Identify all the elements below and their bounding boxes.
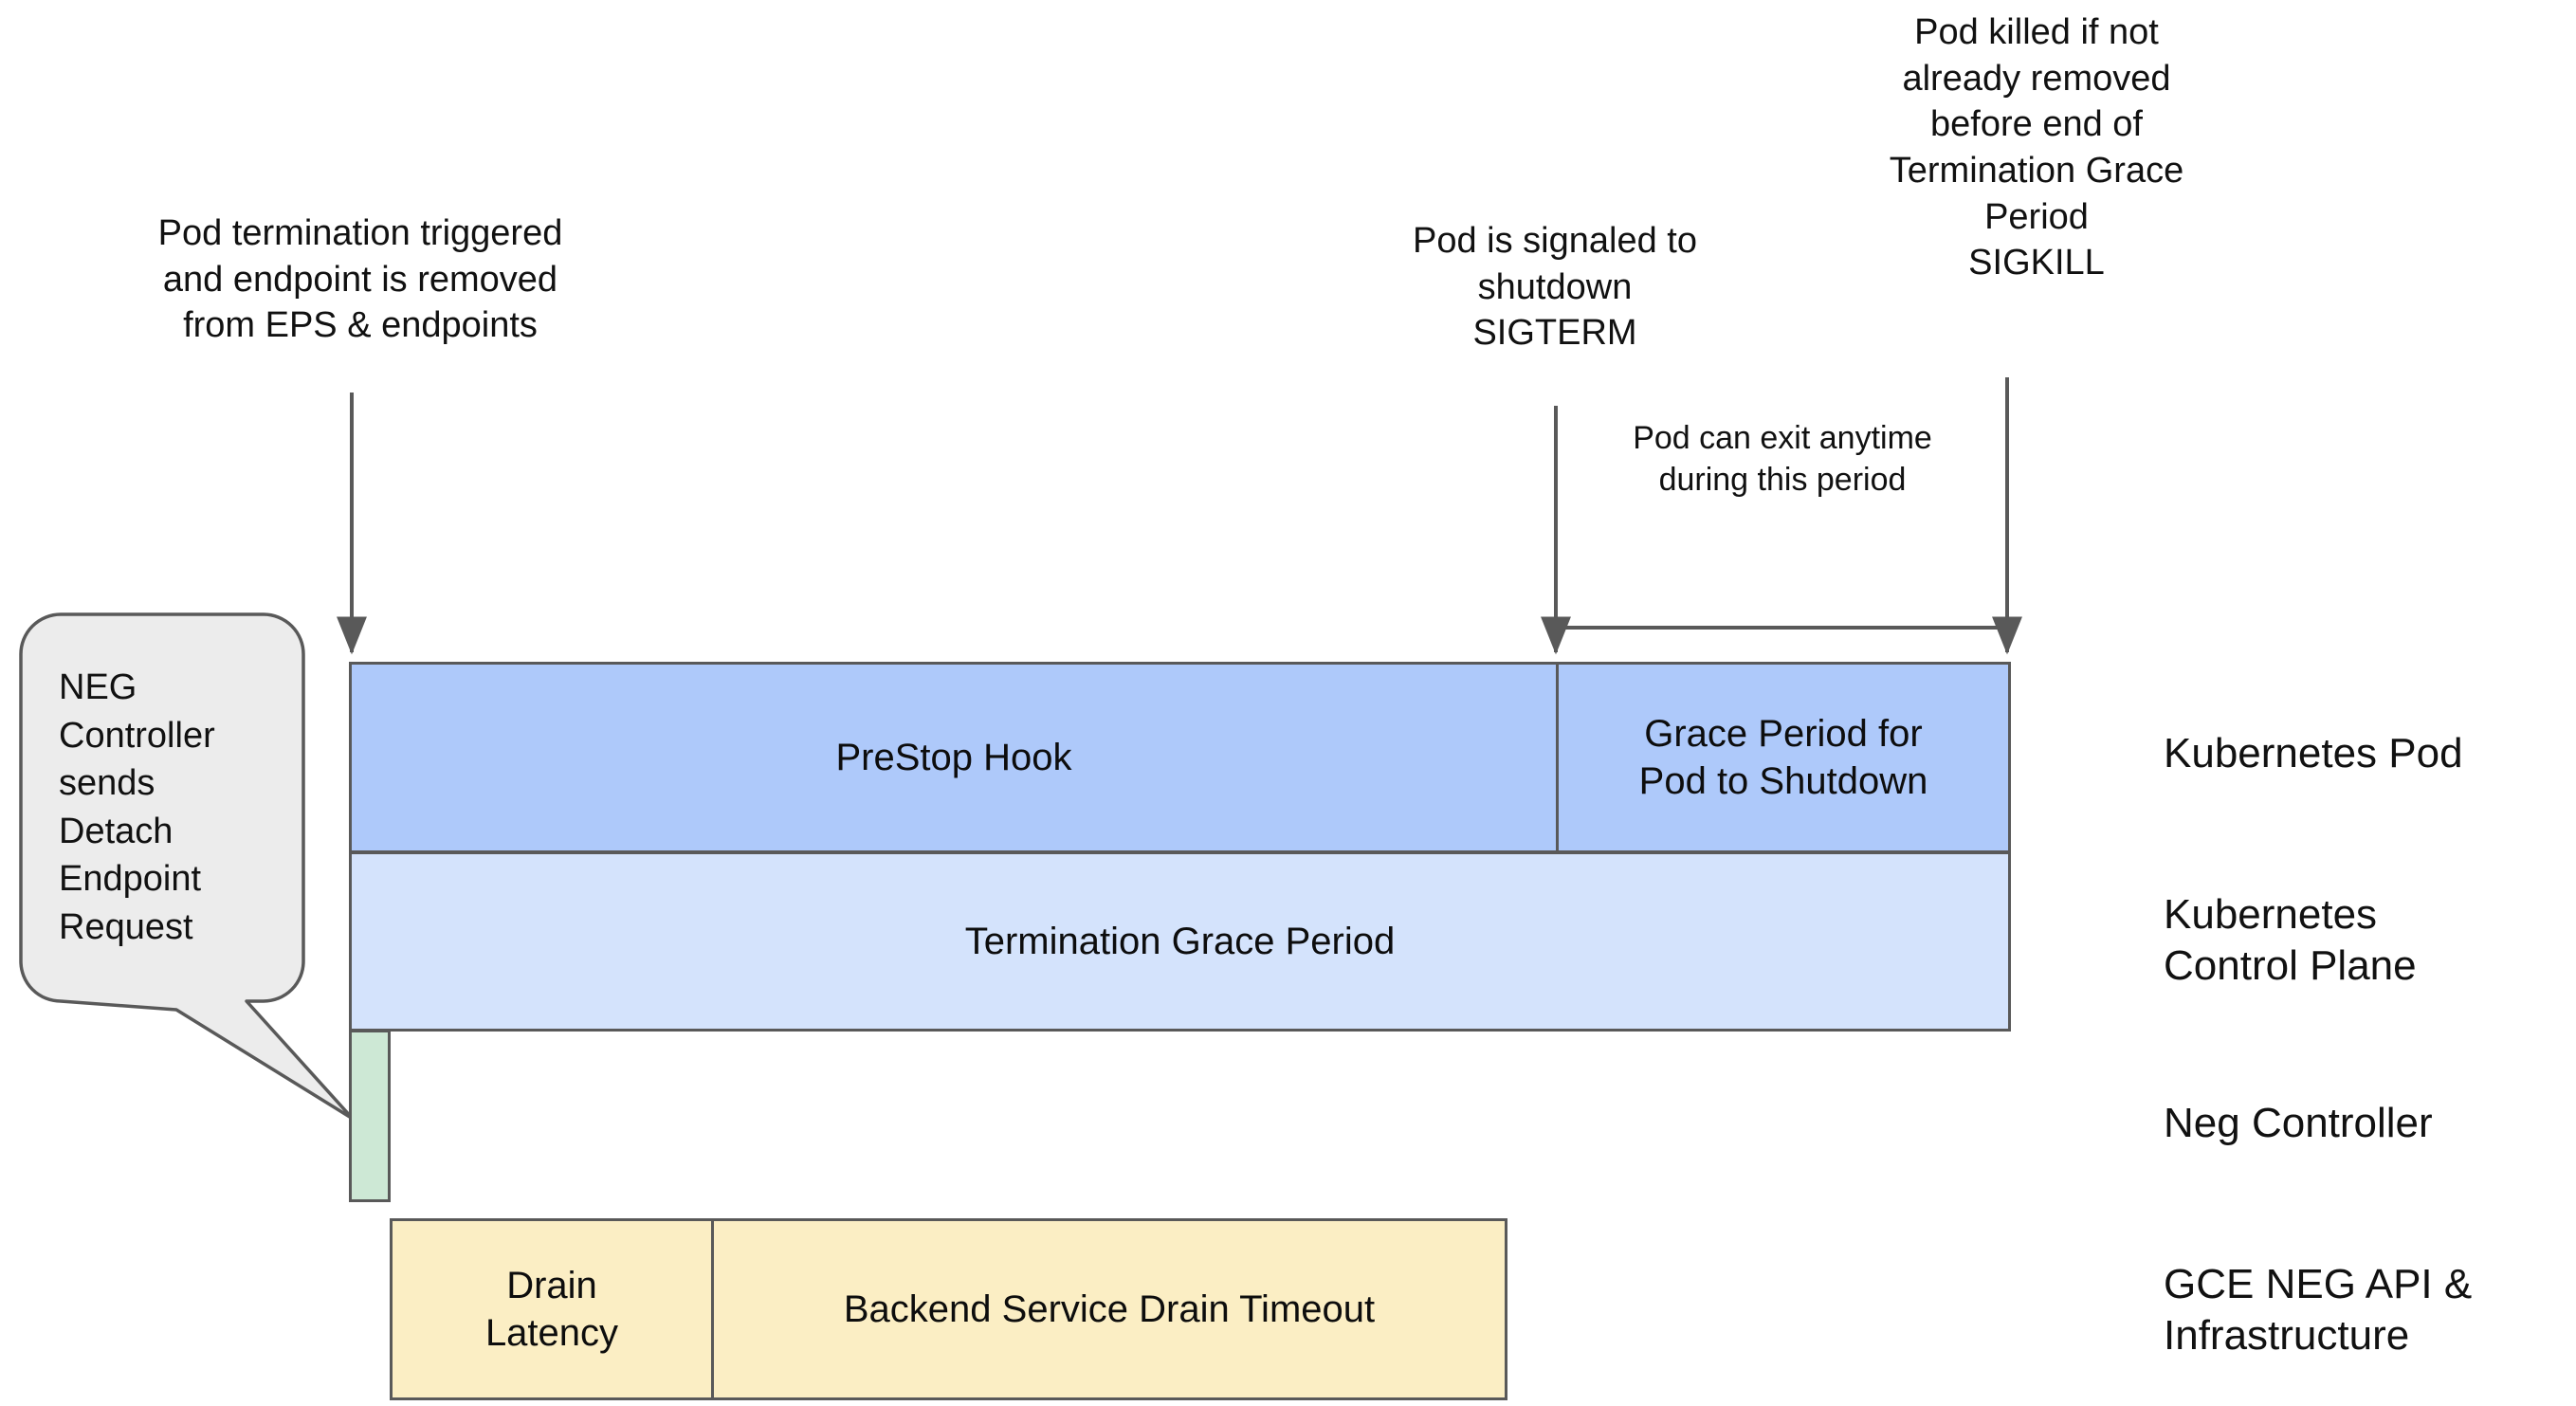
annotation-pod-killed-sigkill: Pod killed if not already removed before… [1889,12,2184,283]
annotation-pod-signaled-shutdown: Pod is signaled to shutdown SIGTERM [1413,221,1697,354]
annotation-pod-termination-triggered: Pod termination triggered and endpoint i… [157,213,563,346]
bar-grace-period-shutdown: Grace Period for Pod to Shutdown [1556,662,2011,853]
bar-prestop-hook: PreStop Hook [349,662,1559,853]
lane-label-gce-neg-api: GCE NEG API & Infrastructure [2164,1261,2473,1359]
bar-drain-latency: Drain Latency [390,1218,714,1400]
bar-neg-controller [349,1030,391,1202]
annotation-pod-can-exit-anytime: Pod can exit anytime during this period [1633,420,1932,499]
lane-label-kubernetes-control-plane: Kubernetes Control Plane [2164,891,2417,989]
bar-termination-grace-period: Termination Grace Period [349,851,2011,1032]
neg-controller-callout-text: NEG Controller sends Detach Endpoint Req… [59,667,215,947]
lane-label-kubernetes-pod: Kubernetes Pod [2164,730,2463,776]
bar-backend-service-drain-timeout: Backend Service Drain Timeout [711,1218,1507,1400]
lane-label-neg-controller: Neg Controller [2164,1100,2433,1146]
